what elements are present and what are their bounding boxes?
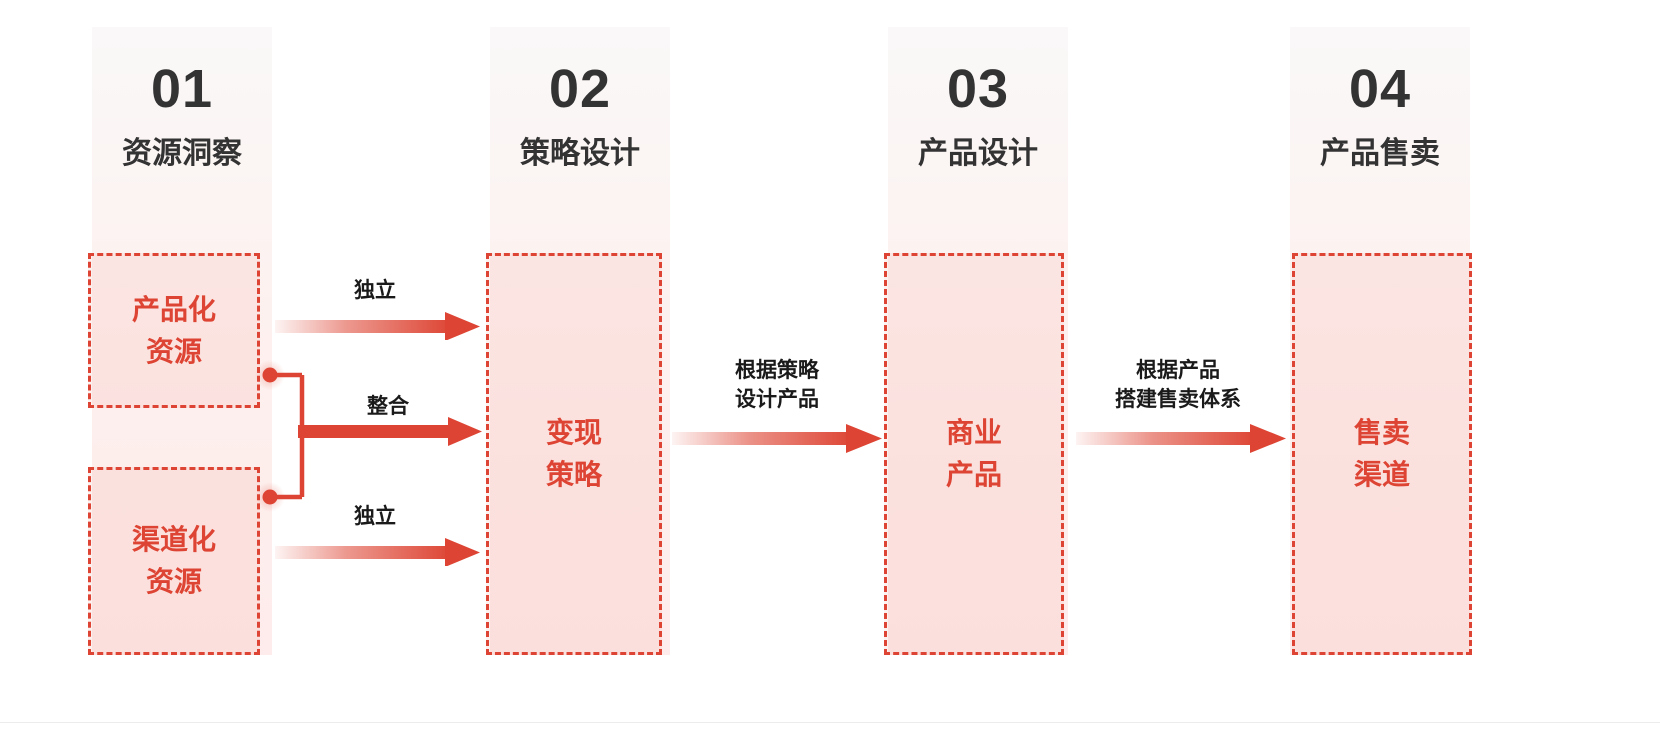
- connector-label-independent-bottom: 独立: [354, 505, 396, 528]
- arrow-business-product-to-sales-channel: [1076, 424, 1286, 453]
- connector-label-independent-top: 独立: [354, 279, 396, 302]
- bottom-divider: [0, 722, 1660, 723]
- arrow-productized-to-strategy: [275, 312, 480, 340]
- connector-label-line2: 搭建售卖体系: [1115, 388, 1241, 411]
- connector-label-integrate: 整合: [367, 395, 409, 418]
- node-label-line2: 资源: [145, 566, 202, 597]
- stage-band-04: [1290, 27, 1470, 655]
- node-sales-channel[interactable]: 售卖 渠道: [1292, 253, 1472, 655]
- connector-label-line1: 根据策略: [735, 359, 819, 382]
- node-business-product[interactable]: 商业 产品: [884, 253, 1064, 655]
- node-monetization-strategy[interactable]: 变现 策略: [486, 253, 662, 655]
- node-label-line1: 商业: [945, 417, 1002, 448]
- arrow-merged-to-strategy: [298, 417, 482, 446]
- merge-bracket-connector: [255, 360, 305, 512]
- node-label-line2: 产品: [945, 459, 1002, 490]
- stage-band-03: [888, 27, 1068, 655]
- stage-band-02: [490, 27, 670, 655]
- node-label-line1: 渠道化: [131, 524, 216, 555]
- connector-label-strategy-to-product: 根据策略 设计产品: [672, 356, 882, 414]
- node-label-line2: 资源: [145, 335, 202, 367]
- node-label-line2: 策略: [545, 459, 602, 490]
- arrow-channelized-to-strategy: [275, 538, 480, 566]
- connector-label-line1: 根据产品: [1136, 359, 1220, 382]
- node-label-line1: 产品化: [131, 293, 216, 325]
- arrow-strategy-to-business-product: [672, 424, 882, 453]
- node-label-line2: 渠道: [1353, 459, 1410, 490]
- node-label-line1: 变现: [545, 417, 602, 448]
- connector-label-line2: 设计产品: [735, 388, 819, 411]
- stage-band-01: [92, 27, 272, 655]
- node-channelized-resource[interactable]: 渠道化 资源: [88, 467, 260, 655]
- node-productized-resource[interactable]: 产品化 资源: [88, 253, 260, 408]
- connector-label-product-to-sales: 根据产品 搭建售卖体系: [1070, 356, 1286, 414]
- node-label-line1: 售卖: [1353, 417, 1410, 448]
